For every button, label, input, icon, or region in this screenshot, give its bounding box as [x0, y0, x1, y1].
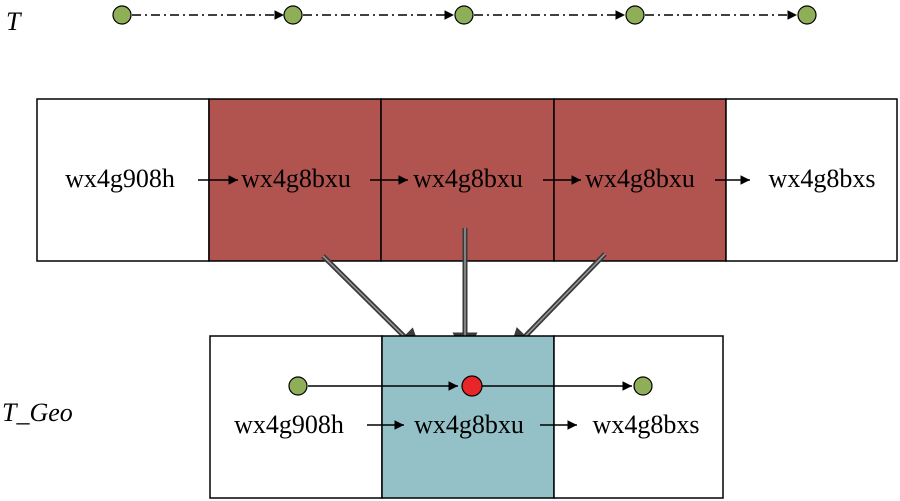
geohash-label: wx4g8bxu	[413, 164, 523, 193]
geohash-cell	[36, 98, 210, 262]
trajectory-label: T	[6, 7, 22, 36]
geohash-label: wx4g8bxu	[585, 164, 695, 193]
trajectory-point	[454, 5, 474, 25]
geohash-cell-merged	[381, 335, 555, 499]
geohash-label: wx4g8bxu	[414, 410, 524, 439]
geohash-label: wx4g908h	[65, 164, 175, 193]
geohash-cell	[553, 335, 724, 499]
geohash-cell-highlighted	[553, 98, 727, 262]
geo-trajectory-label: T_Geo	[2, 398, 73, 427]
geohash-cell	[209, 335, 383, 499]
geohash-label: wx4g8bxu	[241, 164, 351, 193]
trajectory-point	[112, 5, 132, 25]
trajectory-point	[625, 5, 645, 25]
geo-trajectory-point	[633, 376, 653, 396]
geohash-label: wx4g908h	[234, 410, 344, 439]
trajectory-point	[283, 5, 303, 25]
geohash-cell	[725, 98, 898, 262]
bottom-geohash-row: wx4g908h wx4g8bxu wx4g8bxs	[209, 335, 724, 499]
trajectory-point	[797, 5, 817, 25]
geohash-label: wx4g8bxs	[769, 164, 876, 193]
merged-trajectory-point	[461, 375, 483, 397]
geo-trajectory-point	[288, 376, 308, 396]
geohash-label: wx4g8bxs	[593, 410, 700, 439]
raw-trajectory	[112, 5, 817, 25]
